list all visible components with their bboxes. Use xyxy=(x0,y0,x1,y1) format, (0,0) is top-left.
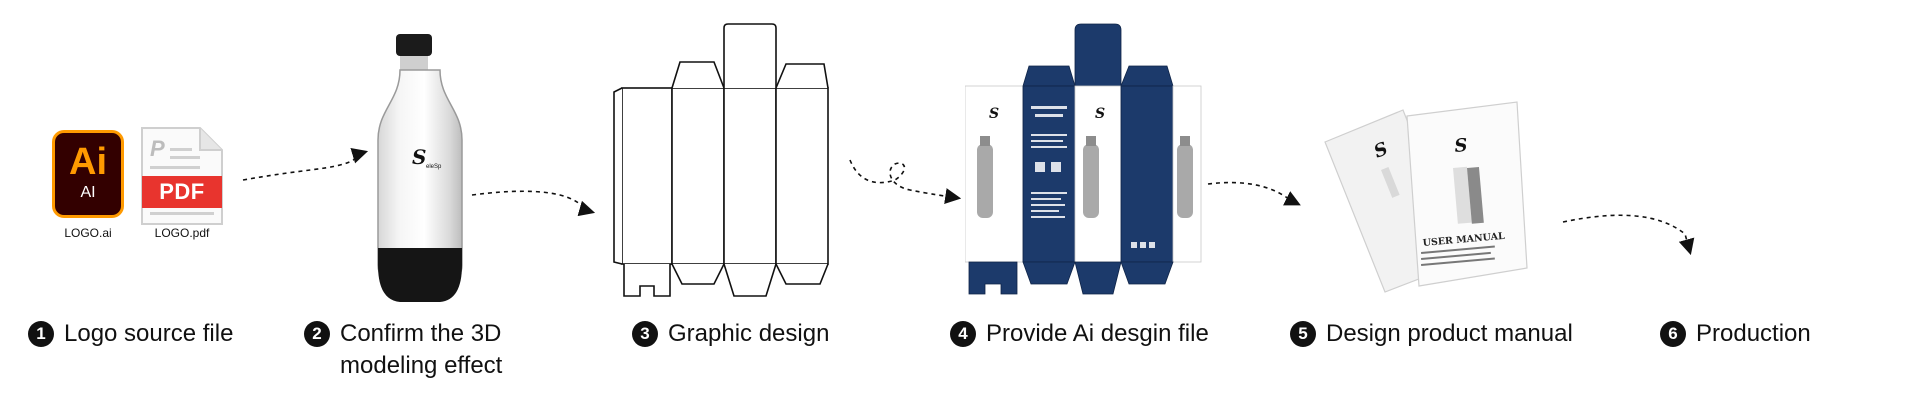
dashed-arrow-icon xyxy=(849,159,962,204)
dashed-arrows xyxy=(242,148,1695,256)
svg-text:S: S xyxy=(1454,135,1469,157)
dashed-arrow-icon xyxy=(1207,181,1301,206)
svg-text:S: S xyxy=(1095,106,1105,122)
ai-icon-main: Ai xyxy=(69,141,107,183)
step-4-text: Provide Ai desgin file xyxy=(986,320,1209,347)
dashed-arrow-icon xyxy=(242,148,369,181)
ai-file-caption: LOGO.ai xyxy=(64,226,112,240)
svg-text:S: S xyxy=(412,145,426,169)
pdf-tag: PDF xyxy=(142,176,222,208)
step-2-label: 2 Confirm the 3D modeling effect xyxy=(304,318,502,382)
pdf-file-caption: LOGO.pdf xyxy=(154,226,210,240)
step-1-label: 1 Logo source file xyxy=(28,318,233,350)
step-6-number: 6 xyxy=(1660,321,1686,347)
manual-icon: S S USER MANUAL xyxy=(1324,101,1528,293)
package-icon: S S xyxy=(965,23,1202,295)
ai-icon-sub: AI xyxy=(80,184,96,201)
step-4-label: 4 Provide Ai desgin file xyxy=(950,318,1209,350)
dieline-icon xyxy=(613,23,829,297)
step-3-label: 3 Graphic design xyxy=(632,318,829,350)
step-3-number: 3 xyxy=(632,321,658,347)
step-1-text: Logo source file xyxy=(64,320,234,347)
svg-text:eleSp: eleSp xyxy=(426,164,442,170)
dashed-arrow-icon xyxy=(1562,214,1695,256)
step-4-number: 4 xyxy=(950,321,976,347)
dashed-arrow-icon xyxy=(471,190,596,217)
step-2-text-line-2: modeling effect xyxy=(340,352,503,379)
step-5-number: 5 xyxy=(1290,321,1316,347)
svg-text:S: S xyxy=(989,106,999,122)
step-3-text: Graphic design xyxy=(668,320,830,347)
step-6-text: Production xyxy=(1696,320,1811,347)
step-5-text: Design product manual xyxy=(1326,320,1573,347)
step-1-number: 1 xyxy=(28,321,54,347)
step-5-label: 5 Design product manual xyxy=(1290,318,1573,350)
step-2-number: 2 xyxy=(304,321,330,347)
bottle-icon: S eleSp xyxy=(377,34,463,302)
svg-text:P: P xyxy=(150,136,165,161)
step-6-label: 6 Production xyxy=(1660,318,1811,350)
illustrator-file-icon: Ai AI xyxy=(52,130,124,218)
step-2-text-line-1: Confirm the 3D xyxy=(340,320,502,347)
